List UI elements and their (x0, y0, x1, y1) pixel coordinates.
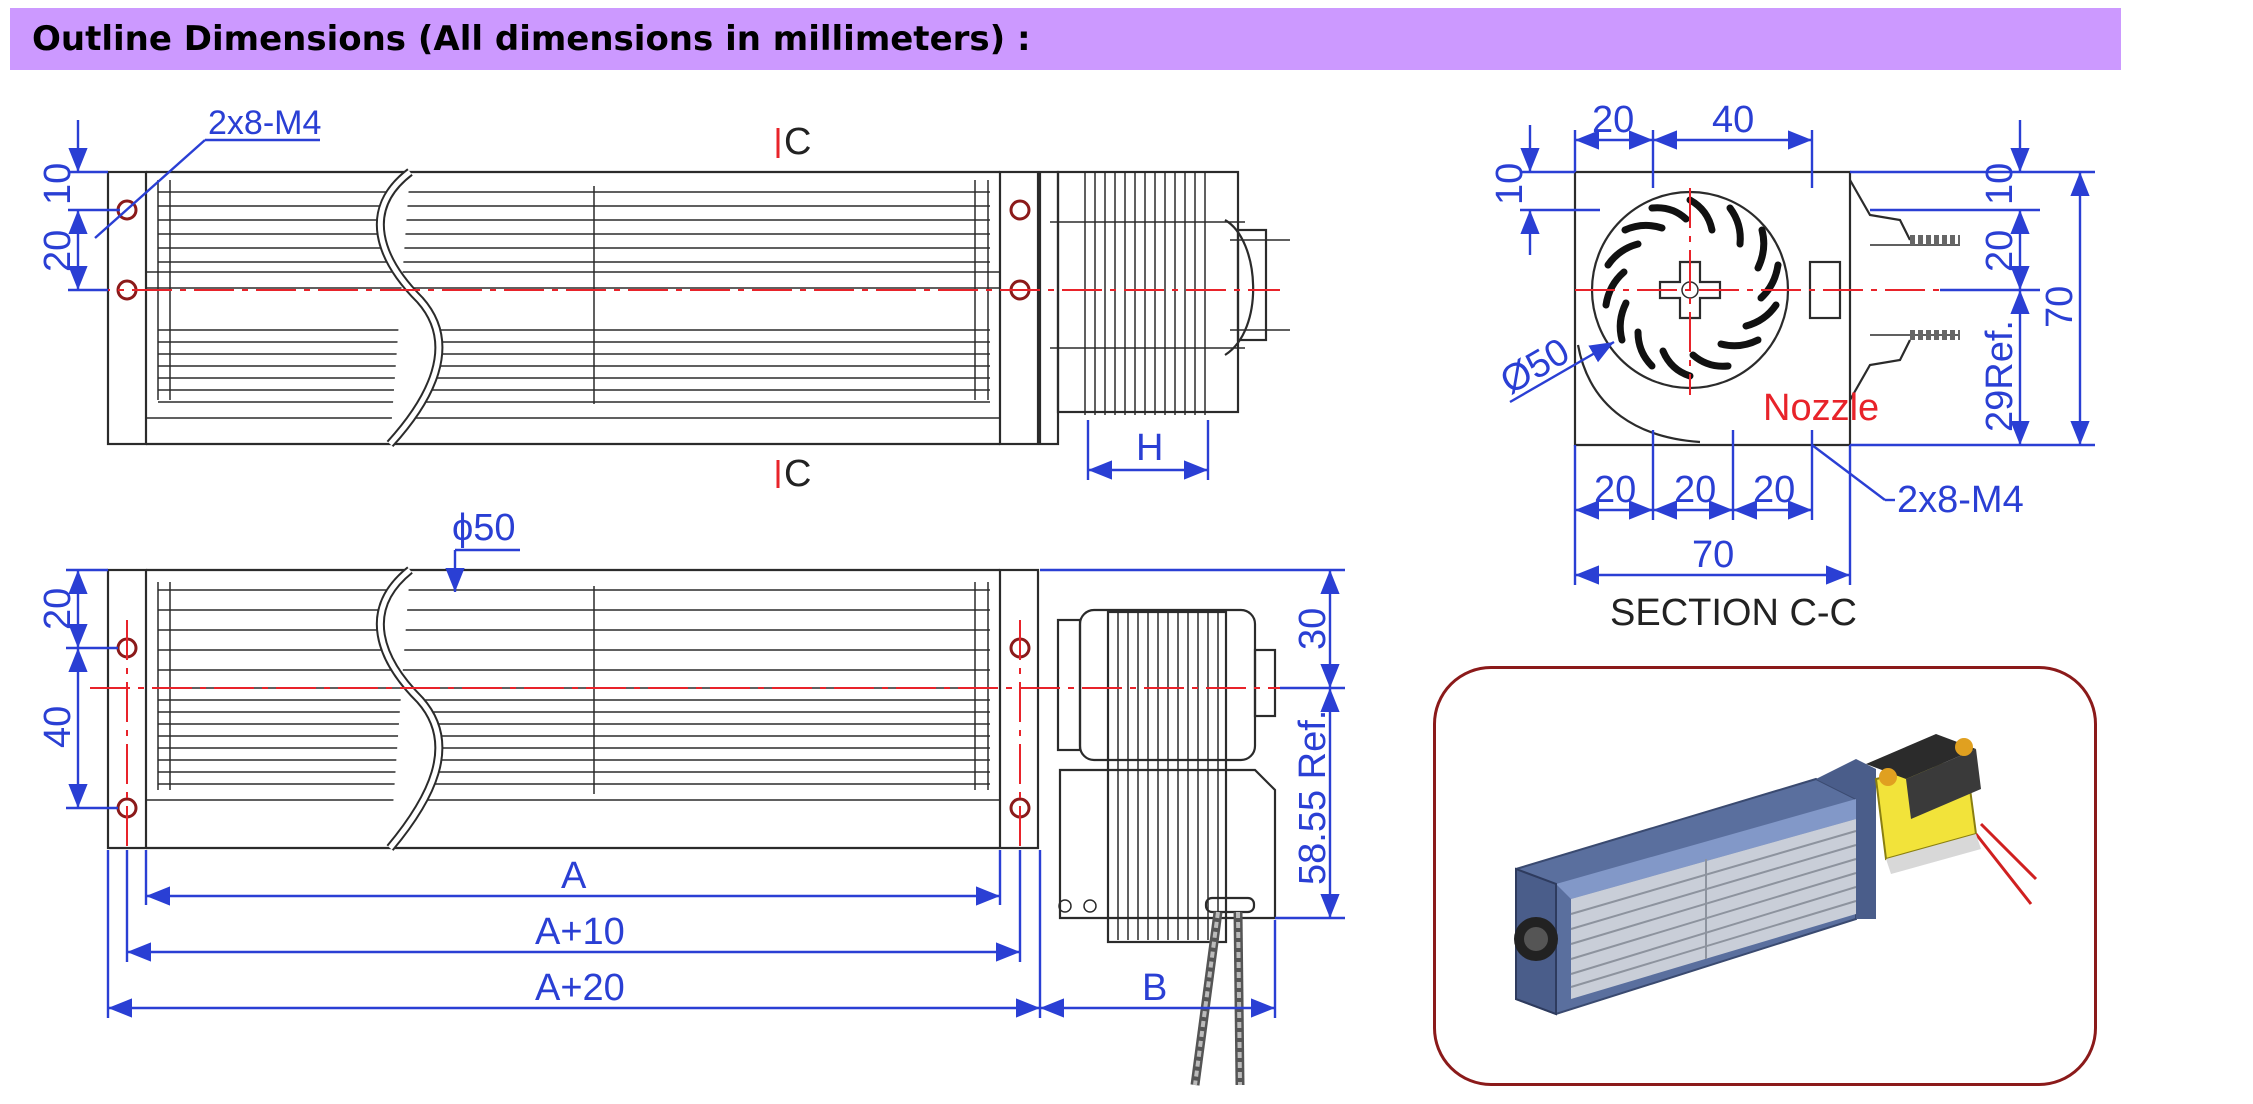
dim-a-plus-10: A+10 (535, 911, 625, 953)
nozzle-label: Nozzle (1763, 387, 1879, 429)
dim-section-bot-20a: 20 (1594, 469, 1636, 511)
dim-h: H (1136, 427, 1163, 469)
dim-b: B (1142, 967, 1167, 1009)
dim-front-left-40: 40 (37, 706, 79, 748)
page-title: Outline Dimensions (All dimensions in mi… (32, 19, 1031, 59)
dim-section-top-40: 40 (1712, 99, 1754, 141)
section-title: SECTION C-C (1610, 592, 1857, 634)
section-diameter-label: Ø50 (1494, 331, 1577, 403)
dim-section-right-20: 20 (1979, 230, 2021, 272)
section-marker-top: C (784, 121, 811, 163)
dim-section-bot-70: 70 (1692, 534, 1734, 576)
dim-top-left-20: 20 (37, 230, 79, 272)
product-photo-frame (1433, 666, 2097, 1086)
dim-a: A (561, 855, 587, 897)
cross-flow-fan-3d-render-icon (1514, 734, 2038, 1016)
dim-a-plus-20: A+20 (535, 967, 625, 1009)
dim-section-left-10: 10 (1489, 163, 1531, 205)
dim-section-bot-20c: 20 (1753, 469, 1795, 511)
section-marker-bottom: C (784, 453, 811, 495)
section-view: Nozzle 20 40 10 Ø50 10 20 29Ref. 70 (1489, 99, 2095, 634)
top-view: C C 10 20 2x8-M4 H (37, 104, 1290, 495)
dim-section-right-70: 70 (2039, 286, 2081, 328)
section-screw-label: 2x8-M4 (1897, 479, 2024, 521)
dim-front-left-20: 20 (37, 588, 79, 630)
dim-section-right-29: 29Ref. (1979, 320, 2021, 432)
front-diameter-label: ϕ50 (452, 507, 516, 549)
dim-front-right-58: 58.55 Ref. (1292, 710, 1334, 885)
dim-section-bot-20b: 20 (1674, 469, 1716, 511)
dim-section-right-10: 10 (1979, 163, 2021, 205)
dim-top-left-10: 10 (37, 163, 79, 205)
header-bar: Outline Dimensions (All dimensions in mi… (10, 8, 2121, 70)
dim-section-top-20: 20 (1592, 99, 1634, 141)
dim-front-right-30: 30 (1292, 608, 1334, 650)
front-view: ϕ50 20 40 30 58.55 Ref. A A+10 A+20 B (37, 507, 1345, 1086)
top-screw-label: 2x8-M4 (208, 104, 321, 142)
